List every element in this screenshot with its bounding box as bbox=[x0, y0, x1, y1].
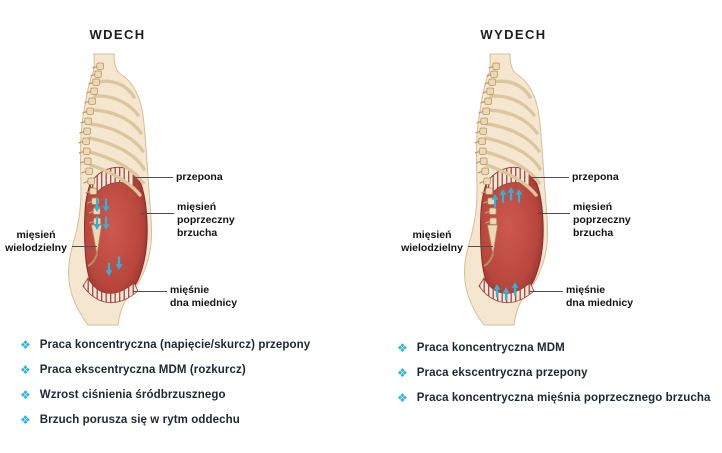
pointer-line-poprzeczny bbox=[537, 213, 570, 214]
bullet-text: Praca koncentryczna MDM bbox=[416, 342, 565, 354]
diamond-bullet-icon: ❖ bbox=[20, 413, 31, 427]
bullet-item: ❖ Praca koncentryczna (napięcie/skurcz) … bbox=[20, 338, 310, 363]
pointer-line-miednicy bbox=[529, 291, 563, 292]
bullet-list-wydech: ❖ Praca koncentryczna MDM ❖ Praca ekscen… bbox=[397, 341, 710, 416]
torso-illustration-exhale bbox=[446, 52, 568, 334]
pointer-line-poprzeczny bbox=[141, 213, 174, 214]
diamond-bullet-icon: ❖ bbox=[20, 363, 31, 377]
diamond-bullet-icon: ❖ bbox=[397, 391, 408, 405]
pointer-line-przepona bbox=[532, 177, 569, 178]
panel-title-wdech: WDECH bbox=[89, 27, 146, 42]
pointer-line-przepona bbox=[136, 177, 173, 178]
panel-title-wydech: WYDECH bbox=[480, 27, 547, 42]
bullet-item: ❖ Praca ekscentryczna MDM (rozkurcz) bbox=[20, 363, 310, 388]
pointer-line-wielodzielny bbox=[72, 246, 97, 247]
label-przepona: przepona bbox=[572, 171, 619, 183]
panel-wydech: WYDECH przepona mięsień poprzeczny brzuc… bbox=[361, 0, 722, 453]
bullet-item: ❖ Wzrost ciśnienia śródbrzusznego bbox=[20, 388, 310, 413]
bullet-item: ❖ Brzuch porusza się w rytm oddechu bbox=[20, 413, 310, 438]
diamond-bullet-icon: ❖ bbox=[397, 366, 408, 380]
diamond-bullet-icon: ❖ bbox=[20, 388, 31, 402]
label-miesien-wielodzielny: mięsień wielodzielny bbox=[401, 229, 463, 255]
label-miesnie-dna-miednicy: mięśnie dna miednicy bbox=[566, 284, 634, 310]
bullet-text: Praca koncentryczna (napięcie/skurcz) pr… bbox=[39, 339, 311, 351]
label-miesien-poprzeczny: mięsień poprzeczny brzucha bbox=[573, 201, 631, 240]
bullet-text: Praca koncentryczna mięśnia poprzecznego… bbox=[416, 392, 711, 404]
bullet-text: Praca ekscentryczna MDM (rozkurcz) bbox=[39, 364, 246, 376]
bullet-text: Brzuch porusza się w rytm oddechu bbox=[39, 414, 240, 426]
bullet-item: ❖ Praca ekscentryczna przepony bbox=[397, 366, 710, 391]
bullet-item: ❖ Praca koncentryczna mięśnia poprzeczne… bbox=[397, 391, 710, 416]
diamond-bullet-icon: ❖ bbox=[397, 341, 408, 355]
bullet-item: ❖ Praca koncentryczna MDM bbox=[397, 341, 710, 366]
diamond-bullet-icon: ❖ bbox=[20, 338, 31, 352]
bullet-text: Praca ekscentryczna przepony bbox=[416, 367, 588, 379]
label-miesnie-dna-miednicy: mięśnie dna miednicy bbox=[170, 284, 238, 310]
bullet-text: Wzrost ciśnienia śródbrzusznego bbox=[39, 389, 226, 401]
pointer-line-wielodzielny bbox=[468, 246, 493, 247]
label-przepona: przepona bbox=[176, 171, 223, 183]
pointer-line-miednicy bbox=[133, 291, 167, 292]
bullet-list-wdech: ❖ Praca koncentryczna (napięcie/skurcz) … bbox=[20, 338, 310, 438]
panel-wdech: WDECH przepona mięsień poprzeczny brzuch… bbox=[5, 27, 310, 438]
label-miesien-poprzeczny: mięsień poprzeczny brzucha bbox=[177, 201, 235, 240]
torso-illustration-inhale bbox=[50, 52, 172, 334]
label-miesien-wielodzielny: mięsień wielodzielny bbox=[5, 229, 67, 255]
